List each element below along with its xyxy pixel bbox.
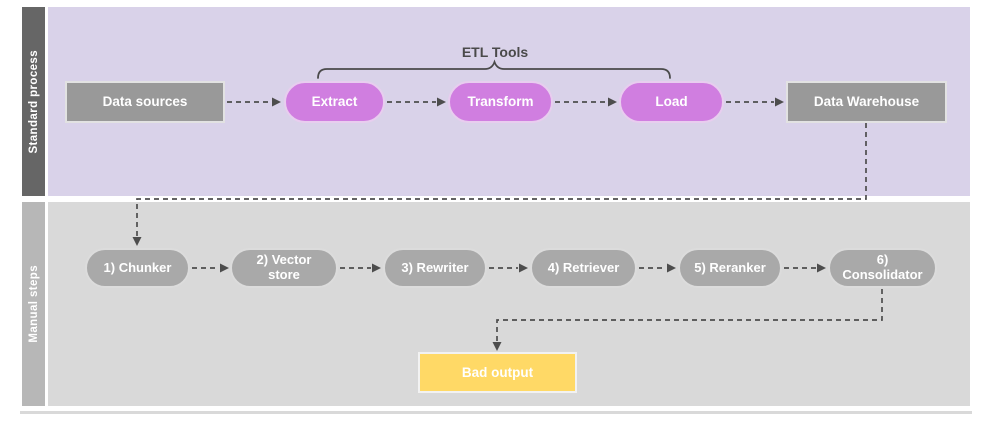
node-reranker: 5) Reranker [678, 248, 782, 288]
node-bad-output: Bad output [418, 352, 577, 393]
node-retriever: 4) Retriever [530, 248, 637, 288]
node-vector-store: 2) Vector store [230, 248, 338, 288]
node-extract: Extract [284, 81, 385, 123]
node-data-warehouse: Data Warehouse [786, 81, 947, 123]
bottom-divider [20, 411, 972, 414]
etl-tools-annotation: ETL Tools [461, 44, 529, 60]
lane-label-standard-process-text: Standard process [27, 49, 40, 154]
node-consolidator: 6) Consolidator [828, 248, 937, 288]
lane-label-manual-steps-text: Manual steps [27, 265, 40, 343]
node-chunker: 1) Chunker [85, 248, 190, 288]
node-rewriter: 3) Rewriter [383, 248, 487, 288]
lane-label-manual-steps: Manual steps [22, 202, 45, 406]
lane-label-standard-process: Standard process [22, 7, 45, 196]
node-load: Load [619, 81, 724, 123]
node-transform: Transform [448, 81, 553, 123]
node-data-sources: Data sources [65, 81, 225, 123]
